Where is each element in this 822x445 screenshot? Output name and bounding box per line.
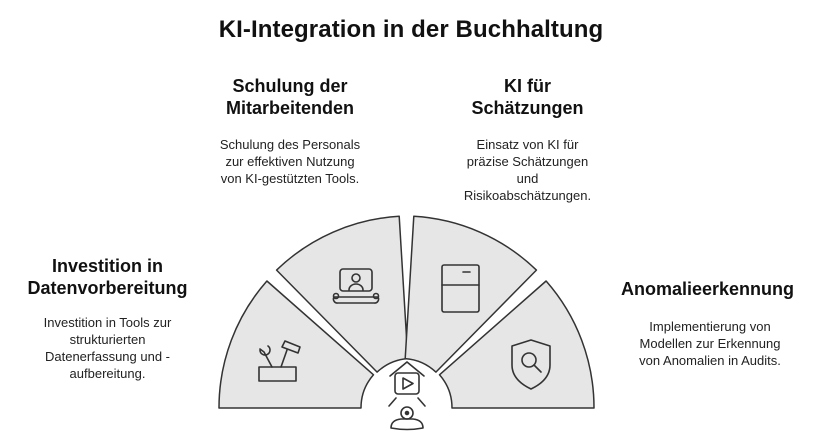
tools-icon bbox=[258, 340, 301, 382]
heading-investition: Investition in Datenvorbereitung bbox=[27, 256, 188, 298]
shield-search-icon bbox=[511, 339, 551, 390]
diagram-title: KI-Integration in der Buchhaltung bbox=[218, 16, 604, 43]
heading-schulung: Schulung der Mitarbeitenden bbox=[225, 76, 354, 118]
segment-investition bbox=[218, 280, 375, 409]
fridge-icon bbox=[441, 264, 480, 313]
heading-anomalie: Anomalieerkennung bbox=[620, 279, 795, 299]
desc-anomalie: Implementierung von Modellen zur Erkennu… bbox=[639, 319, 781, 368]
desc-schulung: Schulung des Personals zur effektiven Nu… bbox=[219, 137, 361, 186]
person-video-icon bbox=[388, 361, 426, 431]
segment-schulung bbox=[275, 215, 409, 373]
segment-schaetzungen bbox=[404, 215, 538, 373]
training-icon bbox=[332, 268, 380, 304]
heading-schaetzungen: KI für Schätzungen bbox=[471, 76, 584, 118]
desc-investition: Investition in Tools zur strukturierten … bbox=[43, 315, 172, 381]
desc-schaetzungen: Einsatz von KI für präzise Schätzungen u… bbox=[463, 137, 592, 203]
